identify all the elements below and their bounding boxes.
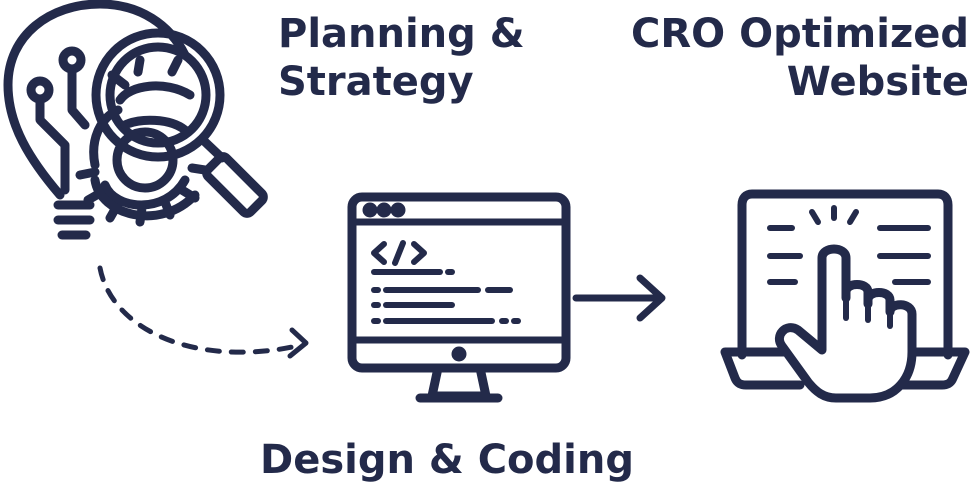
arrow-head [636,274,666,322]
tap-ray [809,209,821,225]
cro-label-line1: CRO Optimized [631,11,969,57]
lens-gear-detail [107,55,195,135]
window-dot [390,202,406,218]
laptop-tap-hand-icon [720,189,970,403]
magnifier-lens [105,42,211,148]
monitor-frame [347,192,571,373]
tap-ray [847,209,859,225]
solid-arrow-icon [572,274,666,322]
cro-label-line2: Website [786,59,969,105]
lightbulb-icon [3,0,190,200]
circuit-line [35,95,70,195]
desktop-code-icon [347,192,571,403]
lightbulb-gear-magnifier-icon [3,0,268,240]
planning-strategy-label: Planning & Strategy [278,10,525,106]
code-bracket-right [411,241,427,265]
window-dot [362,202,378,218]
code-bracket-left [371,241,387,265]
laptop-screen [737,189,953,360]
dashed-arrowhead [287,327,309,359]
power-dot [451,346,467,362]
dashed-curved-arrow-icon [97,265,309,359]
design-coding-label: Design & Coding [260,437,634,483]
code-slash [392,240,406,266]
circuit-line [67,65,90,130]
gear-body [90,175,200,221]
gear-hub [112,127,178,193]
cro-website-label: CRO Optimized Website [631,10,969,106]
dashed-connector [97,265,303,355]
magnifier-icon [91,28,225,162]
planning-label-line1: Planning & [278,11,525,57]
window-dot [376,202,392,218]
hand-icon [774,244,917,403]
planning-label-line2: Strategy [278,59,474,105]
magnifier-handle [202,152,268,218]
